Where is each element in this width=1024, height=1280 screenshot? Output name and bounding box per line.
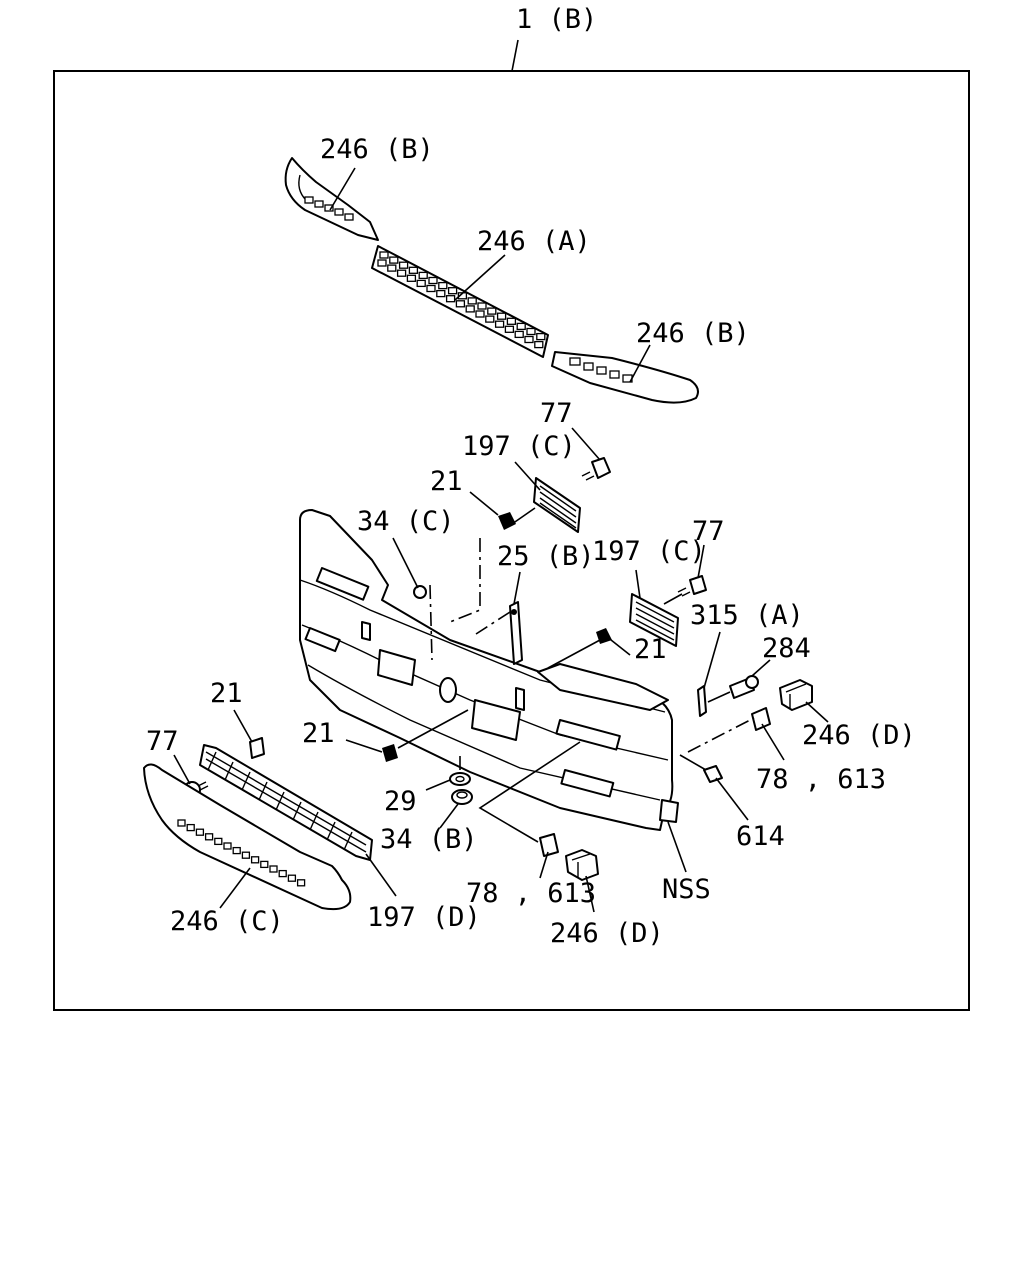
label-clip-246d-bottom: 246 (D) bbox=[550, 918, 664, 949]
label-washer-29: 29 bbox=[384, 786, 417, 817]
lower-grille-197d-leader bbox=[365, 853, 397, 897]
clip-246d-right bbox=[779, 679, 813, 711]
nut-78-613-right bbox=[751, 707, 771, 731]
label-nut-78-613-right: 78 , 613 bbox=[756, 764, 886, 795]
label-upper-right-end: 246 (B) bbox=[636, 318, 750, 349]
label-nut-34b: 34 (B) bbox=[380, 824, 478, 855]
label-assembly: 1 (B) bbox=[516, 4, 597, 35]
clip-21-right-link bbox=[547, 639, 601, 669]
clip-21-center-leader bbox=[345, 739, 383, 753]
side-lamp-614-leader bbox=[715, 777, 749, 821]
upper-right-end-garnish bbox=[551, 351, 699, 404]
clip-246d-right-leader bbox=[805, 701, 829, 723]
bracket-25b bbox=[509, 601, 523, 665]
washer-29 bbox=[449, 772, 471, 786]
upper-center-garnish bbox=[371, 245, 549, 358]
label-nss: NSS bbox=[662, 874, 711, 905]
label-nut-78-613-bottom: 78 , 613 bbox=[466, 878, 596, 909]
clip-21-center bbox=[382, 744, 398, 762]
grille-197c-right bbox=[629, 593, 679, 647]
bracket-25b-leader bbox=[513, 571, 521, 605]
label-bolt-284: 284 bbox=[762, 633, 811, 664]
lower-clip-leaders bbox=[478, 741, 581, 843]
nut-34b-leader bbox=[439, 803, 459, 829]
bolt-284 bbox=[729, 675, 759, 699]
label-lower-grille-197d: 197 (D) bbox=[367, 902, 481, 933]
label-clip-21-right: 21 bbox=[634, 634, 667, 665]
bracket-315a bbox=[697, 685, 707, 717]
front-bumper bbox=[299, 509, 679, 831]
label-screw-77-left: 77 bbox=[146, 726, 179, 757]
clip-21-left-leader bbox=[233, 709, 253, 743]
side-lamp-614 bbox=[703, 765, 723, 783]
label-bracket-315a: 315 (A) bbox=[690, 600, 804, 631]
side-lamp-614-link bbox=[679, 754, 707, 771]
nut-78-613-bottom bbox=[539, 833, 559, 857]
lower-garnish-246c-leader bbox=[219, 867, 251, 909]
lower-garnish-246c bbox=[143, 763, 352, 911]
label-grille-197c-right: 197 (C) bbox=[592, 536, 706, 567]
screw-77-left-leader bbox=[173, 754, 191, 785]
nut-78-613-right-centerline bbox=[687, 717, 755, 753]
label-bracket-25b: 25 (B) bbox=[497, 541, 595, 572]
screw-77-top-leader bbox=[571, 427, 601, 461]
screw-77-top bbox=[581, 457, 611, 481]
label-clip-246d-right: 246 (D) bbox=[802, 720, 916, 751]
upper-left-end-garnish bbox=[284, 157, 379, 241]
label-lower-garnish-246c: 246 (C) bbox=[170, 906, 284, 937]
grille-197c-upper bbox=[533, 477, 581, 533]
label-screw-77-top: 77 bbox=[540, 398, 573, 429]
label-screw-77-right: 77 bbox=[692, 516, 725, 547]
clip-21-right-leader bbox=[605, 635, 631, 656]
upper-center-leader bbox=[454, 254, 506, 301]
screw-77-right bbox=[677, 575, 707, 597]
bracket-315a-leader bbox=[703, 631, 721, 689]
clip-21-left bbox=[249, 737, 265, 759]
washer-29-leader bbox=[425, 779, 451, 791]
nss-leader bbox=[667, 821, 687, 873]
nut-34b bbox=[451, 789, 473, 805]
upper-grille-link bbox=[511, 507, 536, 525]
upper-left-end-leader bbox=[329, 167, 356, 211]
label-upper-left-end: 246 (B) bbox=[320, 134, 434, 165]
label-bolt-34c: 34 (C) bbox=[357, 506, 455, 537]
bolt-34c bbox=[413, 585, 427, 599]
bolt-34c-centerline bbox=[429, 584, 433, 661]
screw-77-right-link bbox=[663, 593, 683, 605]
label-side-lamp-614: 614 bbox=[736, 821, 785, 852]
bracket-25b-centerline bbox=[475, 611, 511, 635]
nut-78-613-bottom-leader bbox=[539, 851, 549, 879]
bolt-284-link bbox=[707, 691, 731, 703]
clip-246d-bottom bbox=[565, 849, 599, 881]
label-clip-21-upper: 21 bbox=[430, 466, 463, 497]
grille-197c-upper-leader bbox=[514, 461, 541, 491]
diagram-frame bbox=[53, 70, 970, 1011]
label-upper-center: 246 (A) bbox=[477, 226, 591, 257]
assembly-leader bbox=[511, 39, 519, 72]
label-grille-197c-upper: 197 (C) bbox=[462, 431, 576, 462]
grille-197c-right-leader bbox=[635, 569, 641, 599]
clip-21-upper-leader bbox=[469, 491, 499, 516]
label-clip-21-left: 21 bbox=[210, 678, 243, 709]
nut-78-613-right-leader bbox=[761, 723, 785, 761]
label-clip-21-center: 21 bbox=[302, 718, 335, 749]
clip-21-center-link bbox=[397, 709, 469, 749]
upper-mount-centerline bbox=[449, 538, 481, 623]
screw-77-right-leader bbox=[697, 544, 705, 579]
bolt-284-leader bbox=[751, 659, 771, 677]
clip-246d-bottom-leader bbox=[585, 875, 595, 913]
bolt-34c-leader bbox=[392, 537, 419, 589]
upper-right-end-leader bbox=[629, 344, 651, 383]
clip-21-upper bbox=[498, 512, 516, 530]
